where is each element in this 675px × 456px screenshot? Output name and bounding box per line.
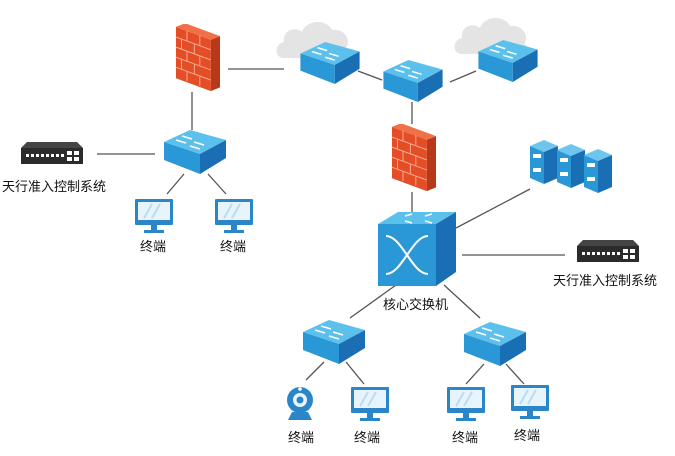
edge-switchbr-monitor2 [505,363,525,385]
core-switch-label: 核心交换机 [383,298,449,313]
monitor-icon-tl1 [134,198,174,234]
nac-label-right: 天行准入控制系统 [553,274,658,289]
firewall-icon-middle [392,124,436,192]
edge-core-switch-br [443,284,481,319]
edge-accessswitch-terminal2 [207,173,227,195]
nac-appliance-icon-left [21,142,83,164]
nac-label-left: 天行准入控制系统 [2,180,107,195]
monitor-icon-tl2 [214,198,254,234]
terminal-label-tl2: 终端 [220,240,247,255]
server-icon-2 [557,144,585,188]
switch-icon-center-top [383,60,443,102]
connections [97,68,565,385]
edge-switchbl-monitor [345,361,365,385]
switch-icon-bottom-right [463,322,527,366]
terminal-label-br2: 终端 [514,429,541,444]
switch-icon-access-left [163,130,227,174]
edge-core-switch-bl [349,284,397,319]
monitor-icon-br1 [446,386,486,422]
edge-switchbr-monitor1 [465,363,485,385]
edge-accessswitch-terminal1 [166,173,185,195]
terminal-label-bl2: 终端 [354,431,381,446]
server-icon-1 [530,140,558,184]
terminal-label-br1: 终端 [452,431,479,446]
terminal-label-tl1: 终端 [140,240,167,255]
edge-core-servers [455,188,531,229]
firewall-icon-top [176,24,220,92]
webcam-icon [287,387,313,420]
monitor-icon-bl2 [350,386,390,422]
edge-cloudswitch-centerswitch [357,70,383,81]
nac-appliance-icon-right [577,240,639,262]
terminal-label-bl1: 终端 [288,431,315,446]
edge-centerswitch-cloudswitch-right [449,70,477,83]
edge-switchbl-webcam [305,361,325,381]
core-switch-icon [378,212,456,286]
switch-icon-bottom-left [302,320,366,364]
server-icon-3 [584,149,612,193]
monitor-icon-br2 [510,384,550,420]
